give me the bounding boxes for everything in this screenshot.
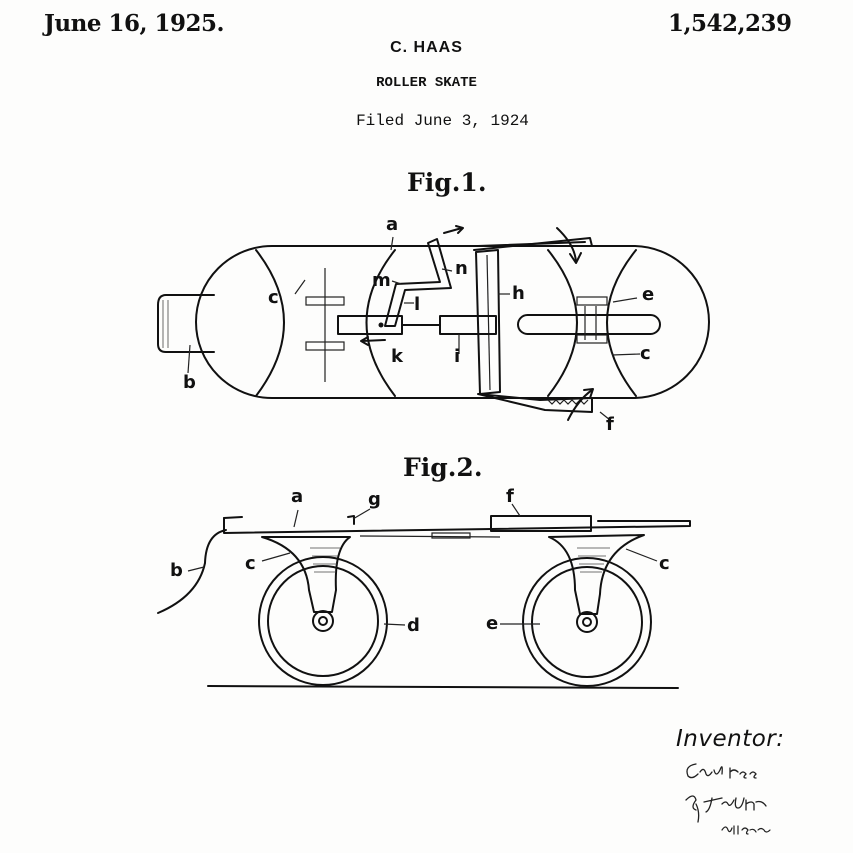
truck-arc xyxy=(255,249,285,397)
fig1-label-h: h xyxy=(512,283,525,304)
fig1-label-e: e xyxy=(642,284,655,305)
fig2-label-f: f xyxy=(506,486,514,507)
fig2-label-c-right: c xyxy=(659,553,670,574)
filing-date: Filed June 3, 1924 xyxy=(356,112,529,130)
truck-arc xyxy=(606,249,637,397)
truck-arc xyxy=(365,249,396,397)
fig2-label-b: b xyxy=(170,560,183,581)
fig1-label-l: l xyxy=(414,294,421,315)
figure-2-title: Fig.2. xyxy=(403,453,483,482)
fig1-label-i: i xyxy=(454,346,461,367)
foot-plate-a xyxy=(223,517,691,534)
ratchet-f xyxy=(477,393,593,413)
fig2-label-d: d xyxy=(407,615,420,636)
fig2-label-g: g xyxy=(368,489,381,510)
fig2-label-e: e xyxy=(486,613,499,634)
lever-lmn xyxy=(384,238,452,327)
wheel-slot xyxy=(576,296,608,306)
fig1-label-k: k xyxy=(391,346,403,367)
fig1-label-n: n xyxy=(455,258,468,279)
fig1-label-c-right: c xyxy=(640,343,651,364)
heel-plate-h xyxy=(475,249,501,395)
patent-number: 1,542,239 xyxy=(668,10,792,37)
fig1-label-m: m xyxy=(372,270,391,291)
skate-body-outline xyxy=(195,245,710,399)
truck-c-right xyxy=(548,534,645,615)
fig1-label-b: b xyxy=(183,372,196,393)
ground-line xyxy=(207,685,679,689)
heel-strap xyxy=(473,237,593,251)
wheel-e xyxy=(522,557,652,687)
wheel-d xyxy=(258,556,388,686)
inventor-signature xyxy=(685,763,771,835)
figure-1-title: Fig.1. xyxy=(407,168,487,197)
block-f xyxy=(490,515,592,532)
slot-e xyxy=(517,314,661,335)
patent-title: ROLLER SKATE xyxy=(376,75,477,91)
truck-arc xyxy=(547,249,578,397)
clip-g xyxy=(347,515,355,525)
toe-strap-b xyxy=(157,529,227,614)
inventor-name: C. HAAS xyxy=(390,39,463,56)
toe-stop xyxy=(157,294,215,353)
fig2-label-a: a xyxy=(291,486,304,507)
fig2-label-c-left: c xyxy=(245,553,256,574)
fig1-label-a: a xyxy=(386,214,399,235)
fig1-label-c-left: c xyxy=(268,287,279,308)
inventor-heading: Inventor: xyxy=(676,726,785,752)
fig1-label-f: f xyxy=(606,414,614,435)
patent-date: June 16, 1925. xyxy=(44,10,225,37)
